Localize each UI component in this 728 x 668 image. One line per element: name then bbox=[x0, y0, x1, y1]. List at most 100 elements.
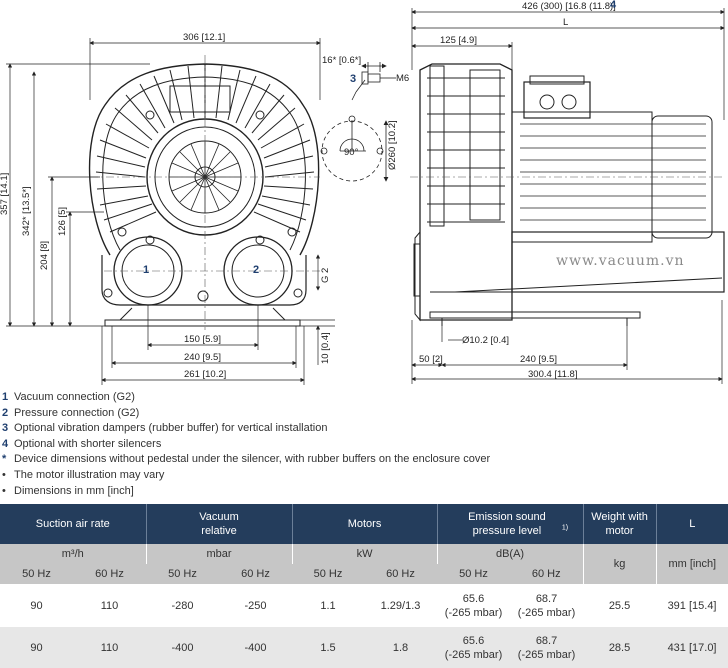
callout-damper: 3 bbox=[350, 73, 357, 85]
front-view bbox=[88, 55, 320, 330]
callout-silencer: 4 bbox=[610, 0, 617, 11]
freq-60: 60 Hz bbox=[73, 564, 147, 585]
unit-length: mm [inch] bbox=[655, 544, 728, 585]
cell-weight: 25.5 bbox=[583, 584, 657, 627]
legend-item: 3 Optional vibration dampers (rubber buf… bbox=[2, 421, 490, 437]
legend-text: Optional with shorter silencers bbox=[14, 437, 162, 450]
freq-50: 50 Hz bbox=[0, 564, 73, 585]
dim-front-height: 357 [14.1] bbox=[0, 172, 10, 215]
cell-sound-50: 65.6(-265 mbar) bbox=[437, 626, 511, 668]
cell-vacuum-50: -400 bbox=[146, 626, 220, 668]
unit-vacuum: mbar bbox=[145, 544, 293, 564]
legend-key: • bbox=[2, 484, 6, 497]
dim-ports-spacing: 150 [5.9] bbox=[184, 334, 221, 345]
cell-length: 391 [15.4] bbox=[656, 584, 728, 627]
sound-value: 65.6 bbox=[462, 592, 485, 605]
freq-60: 60 Hz bbox=[510, 564, 584, 585]
dim-damper-angle: 90° bbox=[344, 147, 359, 158]
legend-key: 1 bbox=[2, 391, 9, 403]
header-length: L bbox=[655, 504, 728, 544]
legend-key: 3 bbox=[2, 422, 9, 435]
legend-item: 2 Pressure connection (G2) bbox=[2, 406, 490, 422]
legend-text: The motor illustration may vary bbox=[14, 468, 165, 481]
dim-side-base: 300.4 [11.8] bbox=[528, 369, 578, 380]
freq-50: 50 Hz bbox=[437, 564, 511, 585]
freq-50: 50 Hz bbox=[292, 564, 365, 585]
spec-table: Suction air rate Vacuum relative Motors … bbox=[0, 504, 728, 668]
dim-damper-offset: 16* [0.6*] bbox=[322, 55, 362, 66]
dim-front-width: 306 [12.1] bbox=[183, 32, 226, 43]
header-vacuum: Vacuum relative bbox=[145, 504, 293, 544]
table-row: 90 110 -280 -250 1.1 1.29/1.3 65.6(-265 … bbox=[0, 584, 728, 627]
header-motors: Motors bbox=[291, 504, 438, 544]
cell-sound-60: 68.7(-265 mbar) bbox=[510, 626, 584, 668]
callout-pressure-port: 2 bbox=[253, 264, 260, 276]
cell-vacuum-50: -280 bbox=[146, 584, 220, 627]
unit-suction: m³/h bbox=[0, 544, 147, 564]
cell-suction-60: 110 bbox=[73, 584, 147, 627]
sound-note: (-265 mbar) bbox=[444, 648, 503, 661]
side-view bbox=[410, 63, 725, 326]
cell-suction-60: 110 bbox=[73, 626, 147, 668]
dim-base-width: 261 [10.2] bbox=[184, 369, 227, 380]
dim-mount-inner: 240 [9.5] bbox=[184, 352, 221, 363]
sound-value: 68.7 bbox=[535, 634, 558, 647]
dim-damper-circle: Ø260 [10.2] bbox=[387, 120, 398, 170]
legend-key: * bbox=[2, 453, 7, 466]
dim-hole-dia: Ø10.2 [0.4] bbox=[462, 335, 510, 346]
legend-key: 4 bbox=[2, 437, 9, 450]
dim-overall-length: 426 (300) [16.8 (11.8)] bbox=[522, 1, 616, 12]
freq-60: 60 Hz bbox=[364, 564, 438, 585]
legend-text: Pressure connection (G2) bbox=[14, 406, 140, 419]
side-dimensions bbox=[411, 8, 725, 384]
legend-item: • Dimensions in mm [inch] bbox=[2, 484, 490, 500]
legend: 1 Vacuum connection (G2) 2 Pressure conn… bbox=[2, 390, 490, 499]
damper-detail bbox=[320, 62, 396, 182]
legend-item: * Device dimensions without pedestal und… bbox=[2, 452, 490, 468]
sound-note: (-265 mbar) bbox=[517, 606, 576, 619]
drawing-lines bbox=[6, 8, 725, 385]
header-suction: Suction air rate bbox=[0, 504, 147, 544]
cell-sound-50: 65.6(-265 mbar) bbox=[437, 584, 511, 627]
dim-base-thickness: 10 [0.4] bbox=[320, 332, 331, 364]
unit-sound: dB(A) bbox=[436, 544, 584, 564]
header-weight-text: Weight with motor bbox=[591, 511, 648, 537]
legend-item: 1 Vacuum connection (G2) bbox=[2, 390, 490, 406]
sound-value: 65.6 bbox=[462, 634, 485, 647]
header-sound-text: Emission sound pressure level bbox=[468, 511, 546, 537]
legend-text: Optional vibration dampers (rubber buffe… bbox=[14, 422, 328, 435]
freq-60: 60 Hz bbox=[219, 564, 293, 585]
header-sound-note: 1) bbox=[561, 524, 569, 532]
legend-text: Dimensions in mm [inch] bbox=[14, 484, 134, 497]
dim-damper-thread: M6 bbox=[396, 73, 410, 84]
unit-motors: kW bbox=[291, 544, 438, 564]
header-vacuum-text: Vacuum relative bbox=[199, 511, 239, 537]
cell-length: 431 [17.0] bbox=[656, 626, 728, 668]
dim-side-offset: 50 [2] bbox=[419, 354, 443, 365]
dim-housing-depth: 125 [4.9] bbox=[440, 35, 477, 46]
unit-weight: kg bbox=[582, 544, 657, 585]
cell-sound-60: 68.7(-265 mbar) bbox=[510, 584, 584, 627]
watermark: www.vacuum.vn bbox=[556, 253, 685, 269]
cell-motor-60: 1.8 bbox=[364, 626, 438, 668]
header-sound: Emission sound pressure level 1) bbox=[436, 504, 584, 544]
cell-vacuum-60: -400 bbox=[219, 626, 293, 668]
table-row: 90 110 -400 -400 1.5 1.8 65.6(-265 mbar)… bbox=[0, 626, 728, 668]
legend-text: Device dimensions without pedestal under… bbox=[14, 453, 491, 466]
cell-motor-50: 1.5 bbox=[292, 626, 365, 668]
cell-motor-50: 1.1 bbox=[292, 584, 365, 627]
header-weight: Weight with motor bbox=[582, 504, 657, 544]
cell-suction-50: 90 bbox=[0, 626, 73, 668]
legend-key: • bbox=[2, 468, 6, 481]
legend-key: 2 bbox=[2, 406, 9, 419]
cell-weight: 28.5 bbox=[583, 626, 657, 668]
legend-item: • The motor illustration may vary bbox=[2, 468, 490, 484]
dim-front-height-alt: 342* [13.5*] bbox=[21, 186, 32, 236]
front-dimensions bbox=[6, 38, 335, 385]
callout-vacuum-port: 1 bbox=[143, 264, 150, 276]
dim-center-height: 204 [8] bbox=[39, 240, 50, 270]
legend-text: Vacuum connection (G2) bbox=[14, 391, 135, 403]
sound-value: 68.7 bbox=[535, 592, 558, 605]
dim-length-label: L bbox=[563, 17, 569, 28]
technical-drawing: 306 [12.1] 357 [14.1] 342* [13.5*] 204 [… bbox=[0, 0, 725, 385]
